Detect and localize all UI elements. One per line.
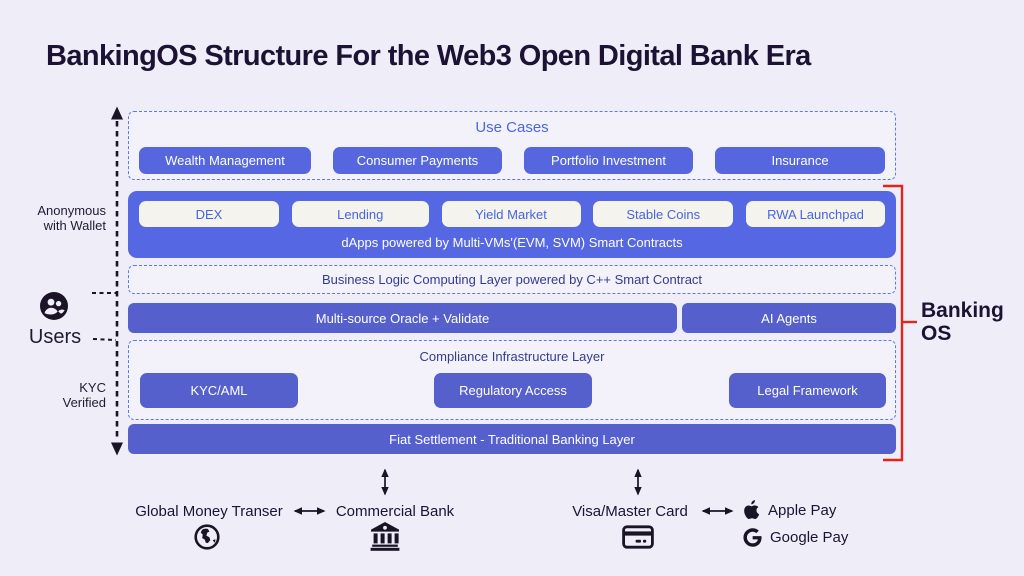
bank-icon xyxy=(370,521,400,551)
banking-os-label: Banking OS xyxy=(921,299,1004,346)
dapp-lending: Lending xyxy=(291,201,429,227)
apple-icon xyxy=(743,500,760,520)
fiat-settlement-bar: Fiat Settlement - Traditional Banking La… xyxy=(128,424,896,454)
kyc-verified-label: KYC Verified xyxy=(62,380,106,410)
compliance-regulatory-access: Regulatory Access xyxy=(434,373,592,408)
commercial-bank-label: Commercial Bank xyxy=(335,503,455,520)
compliance-layer: Compliance Infrastructure Layer KYC/AML … xyxy=(128,340,896,420)
ai-agents-bar: AI Agents xyxy=(682,303,896,333)
dapp-yield-market: Yield Market xyxy=(441,201,581,227)
global-money-transfer-label: Global Money Transer xyxy=(135,503,283,520)
anonymous-with-wallet-label: Anonymous with Wallet xyxy=(37,203,106,233)
users-scope-arrow xyxy=(111,106,123,456)
dapp-dex: DEX xyxy=(139,201,279,227)
users-connector-lines xyxy=(92,292,117,341)
compliance-legal-framework: Legal Framework xyxy=(729,373,886,408)
use-case-consumer-payments: Consumer Payments xyxy=(333,147,502,174)
users-label: Users xyxy=(28,326,82,348)
visa-master-card-label: Visa/Master Card xyxy=(572,503,688,520)
page-title: BankingOS Structure For the Web3 Open Di… xyxy=(46,40,811,72)
dapp-stable-coins: Stable Coins xyxy=(593,201,734,227)
use-case-insurance: Insurance xyxy=(715,147,885,174)
compliance-kyc-aml: KYC/AML xyxy=(140,373,298,408)
use-cases-layer: Use Cases Wealth Management Consumer Pay… xyxy=(128,111,896,180)
compliance-title: Compliance Infrastructure Layer xyxy=(419,349,605,364)
oracle-bar: Multi-source Oracle + Validate xyxy=(128,303,677,333)
use-case-wealth-management: Wealth Management xyxy=(139,147,311,174)
google-pay-row: Google Pay xyxy=(743,528,848,547)
apple-pay-row: Apple Pay xyxy=(743,500,836,520)
business-logic-label: Business Logic Computing Layer powered b… xyxy=(321,272,703,287)
users-icon xyxy=(40,292,68,320)
credit-card-icon xyxy=(622,525,654,549)
globe-icon xyxy=(194,524,220,550)
dapps-layer: DEX Lending Yield Market Stable Coins RW… xyxy=(128,191,896,258)
use-cases-title: Use Cases xyxy=(475,119,549,136)
google-icon xyxy=(743,528,762,547)
business-logic-layer: Business Logic Computing Layer powered b… xyxy=(128,265,896,294)
apple-pay-label: Apple Pay xyxy=(768,501,837,519)
dapps-caption: dApps powered by Multi-VMs'(EVM, SVM) Sm… xyxy=(341,235,683,250)
dapp-rwa-launchpad: RWA Launchpad xyxy=(746,201,885,227)
use-case-portfolio-investment: Portfolio Investment xyxy=(524,147,693,174)
google-pay-label: Google Pay xyxy=(770,529,849,546)
